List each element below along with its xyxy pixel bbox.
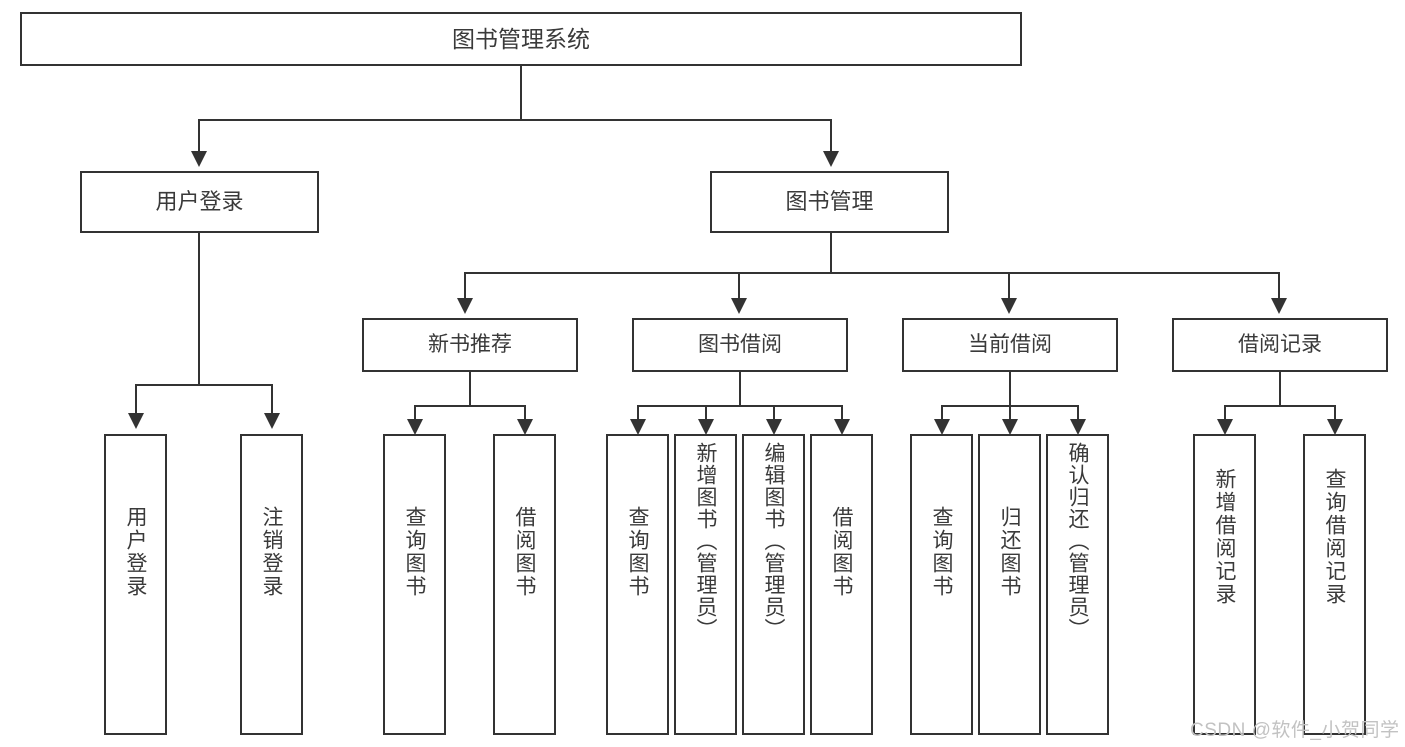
node-label: 编辑图书（管理员）	[762, 442, 785, 640]
connector-bm-to-borrow-record	[1278, 272, 1280, 298]
node-leaf-add-book[interactable]: 新增图书（管理员）	[674, 434, 737, 735]
node-leaf-return-book[interactable]: 归还图书	[978, 434, 1041, 735]
connector-new-book-bus	[414, 405, 524, 407]
node-label: 借阅图书	[513, 506, 536, 598]
connector-br-to-leaf-1	[1224, 405, 1226, 419]
arrowhead-leaf-logout-login	[264, 413, 280, 429]
arrowhead-leaf-query-record	[1327, 419, 1343, 435]
node-book-borrow[interactable]: 图书借阅	[632, 318, 848, 372]
connector-cb-to-leaf-1	[941, 405, 943, 419]
connector-root-stem	[520, 66, 522, 119]
arrowhead-new-book-recommend	[457, 298, 473, 314]
arrowhead-user-login	[191, 151, 207, 167]
arrowhead-leaf-query-book-3	[934, 419, 950, 435]
connector-bm-to-book-borrow	[738, 272, 740, 298]
node-label: 用户登录	[124, 506, 147, 598]
connector-cb-to-leaf-3	[1077, 405, 1079, 419]
node-label: 查询借阅记录	[1323, 468, 1346, 606]
node-leaf-query-borrow-record[interactable]: 查询借阅记录	[1303, 434, 1366, 735]
connector-borrow-record-stem	[1279, 372, 1281, 405]
connector-bb-to-leaf-1	[637, 405, 639, 419]
node-root-book-management-system[interactable]: 图书管理系统	[20, 12, 1022, 66]
node-leaf-confirm-return[interactable]: 确认归还（管理员）	[1046, 434, 1109, 735]
connector-user-login-to-leaf-2	[271, 384, 273, 413]
node-leaf-logout-login[interactable]: 注销登录	[240, 434, 303, 735]
node-label: 注销登录	[260, 506, 283, 598]
node-label: 新增借阅记录	[1213, 468, 1236, 606]
connector-cb-to-leaf-2	[1009, 405, 1011, 419]
node-leaf-query-book-borrow[interactable]: 查询图书	[606, 434, 669, 735]
node-label: 查询图书	[626, 506, 649, 598]
node-label: 图书借阅	[698, 332, 782, 356]
node-leaf-query-book-current[interactable]: 查询图书	[910, 434, 973, 735]
connector-root-bus	[198, 119, 832, 121]
node-label: 新书推荐	[428, 332, 512, 356]
node-label: 新增图书（管理员）	[694, 442, 717, 640]
node-leaf-edit-book[interactable]: 编辑图书（管理员）	[742, 434, 805, 735]
node-new-book-recommend[interactable]: 新书推荐	[362, 318, 578, 372]
arrowhead-leaf-edit-book	[766, 419, 782, 435]
connector-borrow-record-bus	[1224, 405, 1334, 407]
connector-br-to-leaf-2	[1334, 405, 1336, 419]
node-label: 查询图书	[403, 506, 426, 598]
arrowhead-leaf-query-book-1	[407, 419, 423, 435]
connector-root-to-user-login	[198, 119, 200, 151]
node-leaf-borrow-book-new[interactable]: 借阅图书	[493, 434, 556, 735]
arrowhead-leaf-borrow-book-1	[517, 419, 533, 435]
connector-book-borrow-stem	[739, 372, 741, 405]
arrowhead-leaf-return-book	[1002, 419, 1018, 435]
connector-user-login-bus	[135, 384, 272, 386]
connector-bb-to-leaf-2	[705, 405, 707, 419]
connector-bm-to-current-borrow	[1008, 272, 1010, 298]
arrowhead-leaf-borrow-book-2	[834, 419, 850, 435]
arrowhead-current-borrow	[1001, 298, 1017, 314]
node-leaf-user-login[interactable]: 用户登录	[104, 434, 167, 735]
connector-book-management-bus	[464, 272, 1280, 274]
arrowhead-book-management	[823, 151, 839, 167]
node-label: 归还图书	[998, 506, 1021, 598]
node-label: 借阅记录	[1238, 332, 1322, 356]
connector-user-login-to-leaf-1	[135, 384, 137, 413]
connector-bm-to-new-book	[464, 272, 466, 298]
node-leaf-query-book-new[interactable]: 查询图书	[383, 434, 446, 735]
arrowhead-leaf-query-book-2	[630, 419, 646, 435]
connector-nb-to-leaf-1	[414, 405, 416, 419]
connector-bb-to-leaf-3	[773, 405, 775, 419]
node-label: 查询图书	[930, 506, 953, 598]
connector-bb-to-leaf-4	[841, 405, 843, 419]
connector-new-book-stem	[469, 372, 471, 405]
node-label: 借阅图书	[830, 506, 853, 598]
node-label: 确认归还（管理员）	[1066, 442, 1089, 640]
arrowhead-borrow-record	[1271, 298, 1287, 314]
node-label: 当前借阅	[968, 332, 1052, 356]
csdn-watermark: CSDN @软件_小贺同学	[1190, 720, 1400, 741]
arrowhead-book-borrow	[731, 298, 747, 314]
node-leaf-add-borrow-record[interactable]: 新增借阅记录	[1193, 434, 1256, 735]
connector-nb-to-leaf-2	[524, 405, 526, 419]
node-book-management[interactable]: 图书管理	[710, 171, 949, 233]
connector-user-login-stem	[198, 233, 200, 384]
connector-root-to-book-management	[830, 119, 832, 151]
connector-book-borrow-bus	[637, 405, 842, 407]
arrowhead-leaf-confirm-return	[1070, 419, 1086, 435]
node-current-borrow[interactable]: 当前借阅	[902, 318, 1118, 372]
node-label: 图书管理	[785, 189, 874, 215]
node-user-login[interactable]: 用户登录	[80, 171, 319, 233]
arrowhead-leaf-add-book	[698, 419, 714, 435]
arrowhead-leaf-user-login	[128, 413, 144, 429]
connector-current-borrow-stem	[1009, 372, 1011, 405]
arrowhead-leaf-add-record	[1217, 419, 1233, 435]
node-borrow-record[interactable]: 借阅记录	[1172, 318, 1388, 372]
connector-book-management-stem	[830, 233, 832, 272]
node-label: 用户登录	[155, 189, 244, 215]
node-leaf-borrow-book-borrow[interactable]: 借阅图书	[810, 434, 873, 735]
node-label: 图书管理系统	[452, 25, 590, 52]
